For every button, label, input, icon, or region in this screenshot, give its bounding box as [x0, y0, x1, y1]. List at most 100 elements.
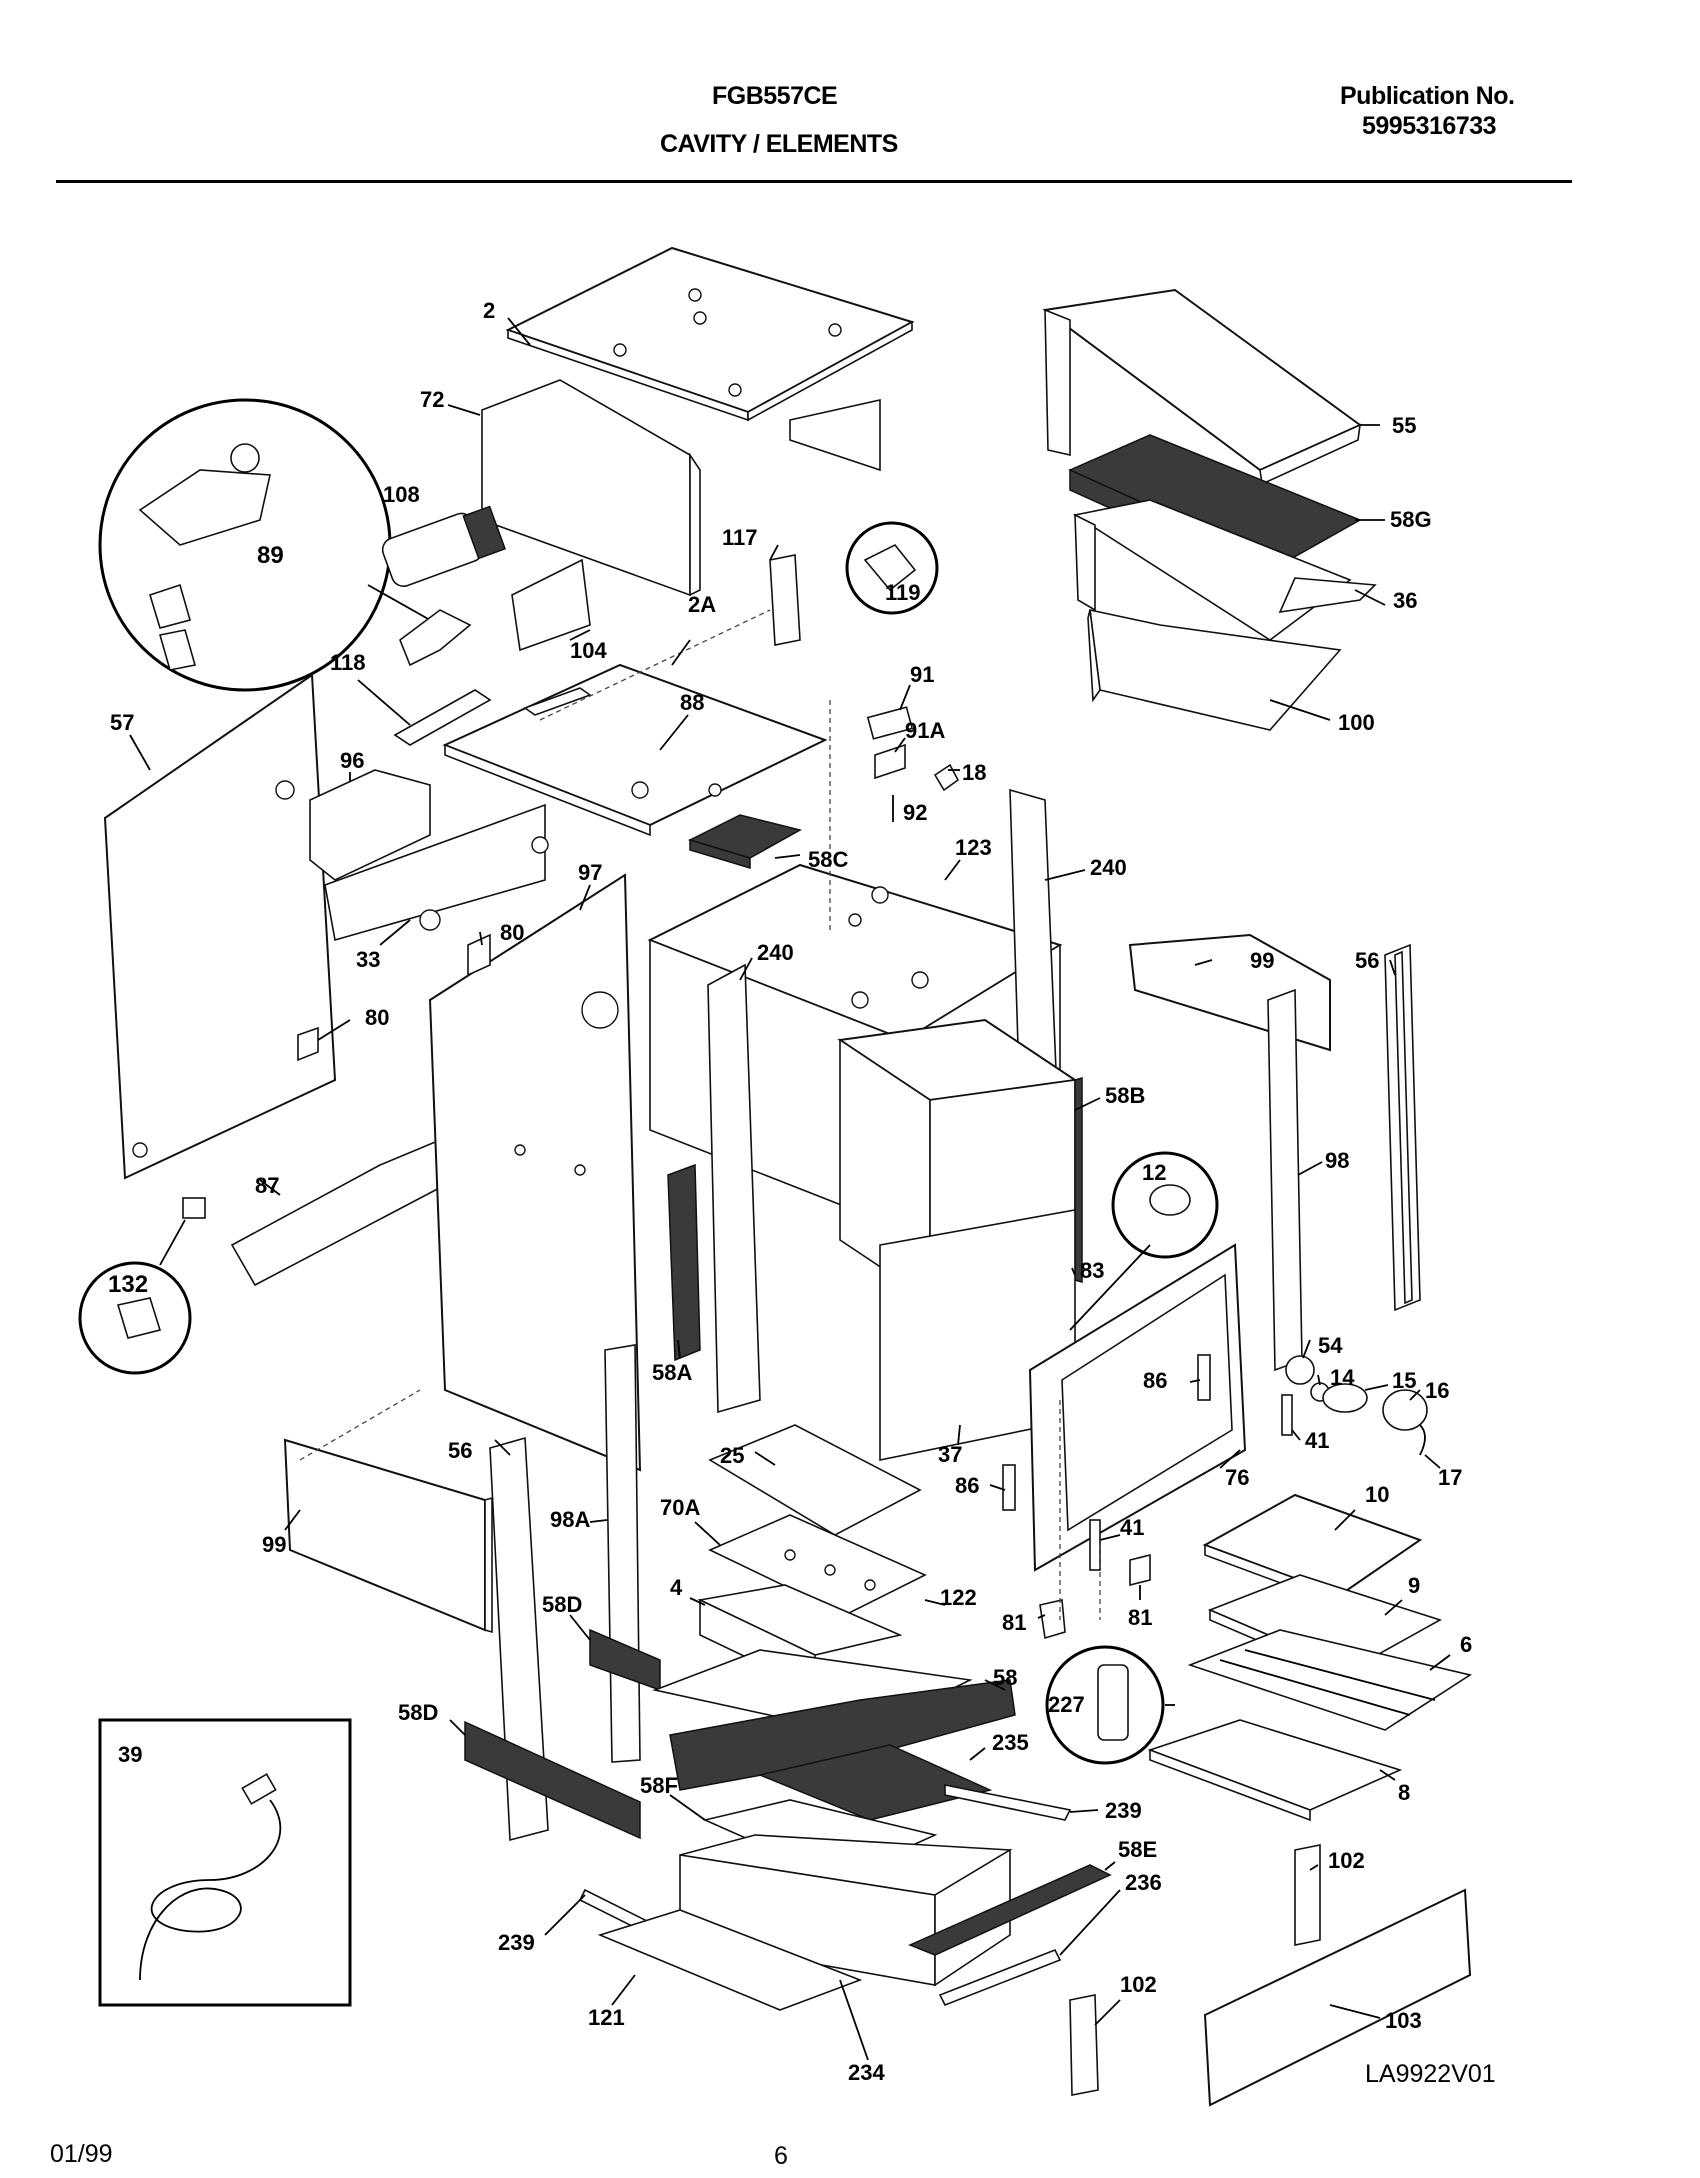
bottom-plate-121-part [597, 1909, 863, 2011]
light-bulb-15-part [1322, 1383, 1368, 1413]
trim-98A-part [604, 1344, 641, 1763]
callout-102b: 102 [1120, 1972, 1157, 1997]
oven-rack-6-part [1187, 1629, 1473, 1731]
panel-99a-part [1128, 933, 1331, 1052]
side-panel-57-part [103, 673, 337, 1180]
drip-pan-8-part [1147, 1719, 1403, 1822]
hinge-86b-part [1002, 1464, 1016, 1511]
callout-76: 76 [1225, 1465, 1249, 1490]
callout-91A: 91A [905, 718, 945, 743]
callout-16: 16 [1425, 1378, 1449, 1403]
callout-86b: 86 [955, 1473, 979, 1498]
callout-103: 103 [1385, 2008, 1422, 2033]
top-panel-part [505, 246, 915, 422]
callout-70A: 70A [660, 1495, 700, 1520]
detail-circle-119 [845, 521, 939, 615]
diagram-id: LA9922V01 [1365, 2060, 1496, 2088]
light-socket-54-part [1285, 1355, 1315, 1385]
detail-circle-227 [1045, 1645, 1165, 1765]
callout-58E: 58E [1118, 1837, 1157, 1862]
motor-mount-part [399, 609, 472, 667]
clip-41a-part [1281, 1394, 1293, 1436]
callout-56a: 56 [1355, 948, 1379, 973]
clip-80b-part [297, 1026, 319, 1062]
callout-80b: 80 [365, 1005, 389, 1030]
publication-number: 5995316733 [1362, 112, 1497, 140]
callout-118: 118 [330, 650, 366, 675]
clip-80a-part [467, 933, 491, 977]
model-number: FGB557CE [712, 82, 838, 110]
rail-239a-part [944, 1784, 1072, 1821]
light-lens-16-part [1382, 1389, 1428, 1431]
hinge-86a-part [1197, 1354, 1211, 1401]
callout-2A: 2A [688, 592, 716, 617]
baffle-96-part [309, 769, 549, 942]
callout-240a: 240 [1090, 855, 1127, 880]
callout-25: 25 [720, 1443, 744, 1468]
callout-14: 14 [1330, 1365, 1355, 1390]
callout-41b: 41 [1120, 1515, 1144, 1540]
callout-12: 12 [1142, 1160, 1166, 1185]
bottom-insulation-58-part [669, 1679, 1016, 1791]
callout-227: 227 [1048, 1692, 1085, 1717]
callout-122: 122 [940, 1585, 977, 1610]
callout-92: 92 [903, 800, 927, 825]
bracket-87-part [230, 1138, 446, 1287]
callout-235: 235 [992, 1730, 1029, 1755]
callout-234: 234 [848, 2060, 885, 2085]
callout-36: 36 [1393, 588, 1417, 613]
callout-119: 119 [885, 580, 921, 605]
callout-37: 37 [938, 1442, 962, 1467]
clip-41b-part [1089, 1519, 1101, 1571]
detail-circle-12 [1111, 1151, 1219, 1259]
cavity-liner-58B-part [837, 1018, 1083, 1461]
light-wire-17-part [1419, 1424, 1426, 1456]
top-cover-part [1042, 288, 1362, 486]
callout-239a: 239 [1105, 1798, 1142, 1823]
callout-33: 33 [356, 947, 380, 972]
bracket-118-part [393, 689, 492, 746]
trim-240b-part [707, 963, 761, 1414]
sensor-18-part [933, 763, 960, 792]
callout-89: 89 [257, 542, 284, 569]
section-title: CAVITY / ELEMENTS [660, 130, 898, 158]
trim-56b-part [489, 1436, 549, 1842]
insulation-58Db-part [464, 1720, 641, 1840]
outer-wrapper-97-part [428, 873, 642, 1472]
callout-10: 10 [1365, 1482, 1389, 1507]
callout-57: 57 [110, 710, 134, 735]
side-trim-98-part [1267, 988, 1303, 1372]
callout-54: 54 [1318, 1333, 1343, 1358]
clip-81b-part [1129, 1553, 1151, 1587]
heat-shield-part [1072, 499, 1377, 641]
callout-58: 58 [993, 1665, 1017, 1690]
callout-87: 87 [255, 1173, 279, 1198]
header-rule [56, 180, 1572, 183]
callout-236: 236 [1125, 1870, 1162, 1895]
callout-86a: 86 [1143, 1368, 1167, 1393]
callout-72: 72 [420, 387, 444, 412]
callout-58G: 58G [1390, 507, 1432, 532]
callout-91: 91 [910, 662, 934, 687]
callout-2: 2 [483, 298, 495, 323]
callout-9: 9 [1408, 1573, 1420, 1598]
insulation-235-part [757, 1744, 993, 1821]
callout-18: 18 [962, 760, 986, 785]
callout-99a: 99 [1250, 948, 1274, 973]
callout-88: 88 [680, 690, 704, 715]
switch-91-part [866, 706, 914, 740]
detail-circle-89 [98, 398, 392, 692]
callout-15: 15 [1392, 1368, 1416, 1393]
lower-heat-baffle-part [1087, 608, 1342, 731]
callout-239b: 239 [498, 1930, 535, 1955]
callout-100: 100 [1338, 710, 1375, 735]
burner-plate-25-part [708, 1424, 922, 1536]
callout-17: 17 [1438, 1465, 1462, 1490]
detail-box-39 [98, 1718, 352, 2007]
upper-mounting-panel-part [442, 663, 828, 837]
callout-117: 117 [722, 525, 758, 550]
callout-98A: 98A [550, 1507, 590, 1532]
callout-4: 4 [670, 1575, 683, 1600]
trim-56a-part-inner [1394, 950, 1413, 1305]
